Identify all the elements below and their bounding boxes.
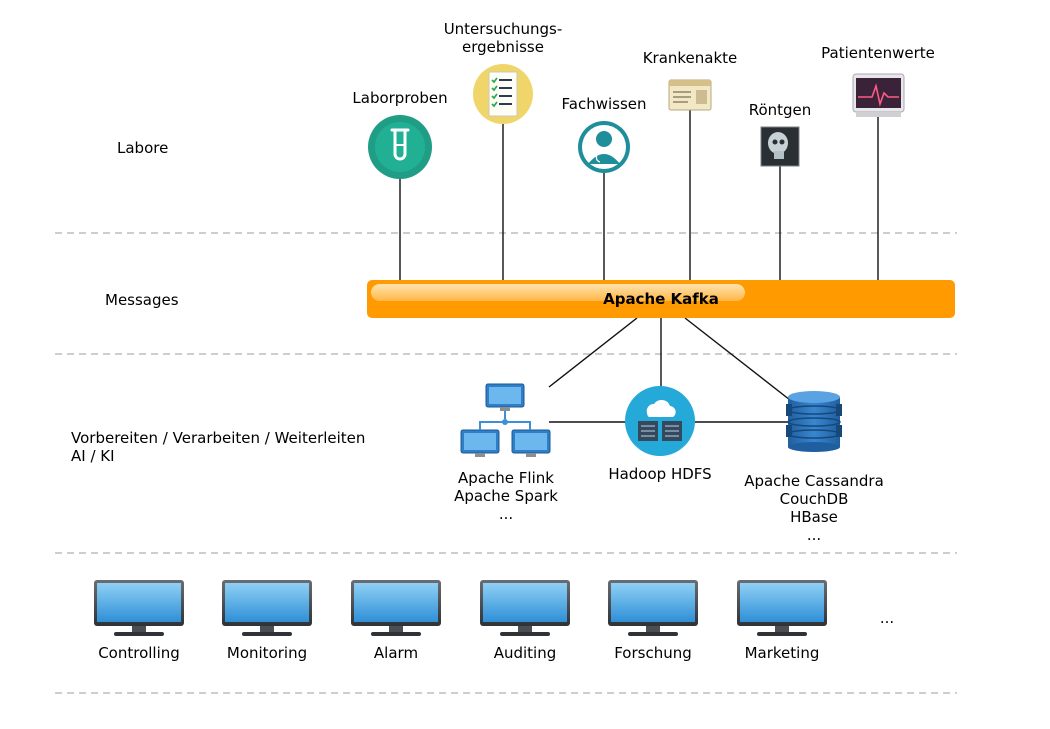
consumer-label-more: ... (879, 609, 895, 627)
consumer-label-forschung: Forschung (614, 644, 692, 662)
monitor-icon (94, 580, 184, 636)
kafka-bus: Apache Kafka (367, 280, 955, 318)
test-tube-icon (368, 115, 432, 179)
row-label-ai: AI / KI (71, 447, 115, 465)
heart-monitor-icon (852, 73, 905, 117)
processing-connectors (548, 317, 791, 423)
connector-line (548, 317, 638, 388)
monitor-icon (608, 580, 698, 636)
consumer-label-monitoring: Monitoring (226, 644, 308, 662)
source-label-krankenakte: Krankenakte (642, 49, 738, 67)
database-icon (786, 391, 842, 452)
row-label-labore: Labore (117, 139, 169, 157)
source-label-untersuchung-line1: Untersuchungs- (443, 20, 563, 38)
source-label-untersuchung-line2: ergebnisse (462, 38, 544, 56)
source-label-patientenwerte: Patientenwerte (821, 44, 935, 62)
processing-label-hbase: HBase (790, 508, 838, 526)
processing-label-hdfs: Hadoop HDFS (608, 465, 712, 483)
monitor-icon (222, 580, 312, 636)
processing-label-cassandra: Apache Cassandra (744, 472, 884, 490)
consumer-label-auditing: Auditing (493, 644, 557, 662)
consumer-label-controlling: Controlling (98, 644, 180, 662)
consumer-label-marketing: Marketing (744, 644, 820, 662)
kafka-bus-highlight (371, 284, 745, 301)
row-separators (55, 232, 957, 694)
source-connectors (399, 110, 879, 280)
checklist-icon (473, 64, 533, 124)
cloud-server-icon (625, 386, 695, 456)
doctor-icon (578, 121, 630, 173)
source-label-laborproben: Laborproben (352, 89, 448, 107)
processing-label-couchdb: CouchDB (779, 490, 849, 508)
processing-label-spark: Apache Spark (454, 487, 558, 505)
processing-label-flink: Apache Flink (458, 469, 554, 487)
connector-line (684, 317, 791, 401)
id-card-icon (668, 79, 712, 111)
monitor-icon (480, 580, 570, 636)
monitor-icon (737, 580, 827, 636)
xray-icon (760, 126, 800, 167)
monitor-icon (351, 580, 441, 636)
source-label-fachwissen: Fachwissen (561, 95, 647, 113)
consumer-label-alarm: Alarm (373, 644, 419, 662)
processing-label-flink-more: ... (498, 505, 514, 523)
kafka-bus-label: Apache Kafka (603, 290, 719, 308)
row-label-processing: Vorbereiten / Verarbeiten / Weiterleiten (71, 429, 366, 447)
row-label-messages: Messages (105, 291, 179, 309)
network-computers-icon (460, 383, 551, 457)
source-label-roentgen: Röntgen (748, 101, 812, 119)
processing-label-nosql-more: ... (806, 526, 822, 544)
